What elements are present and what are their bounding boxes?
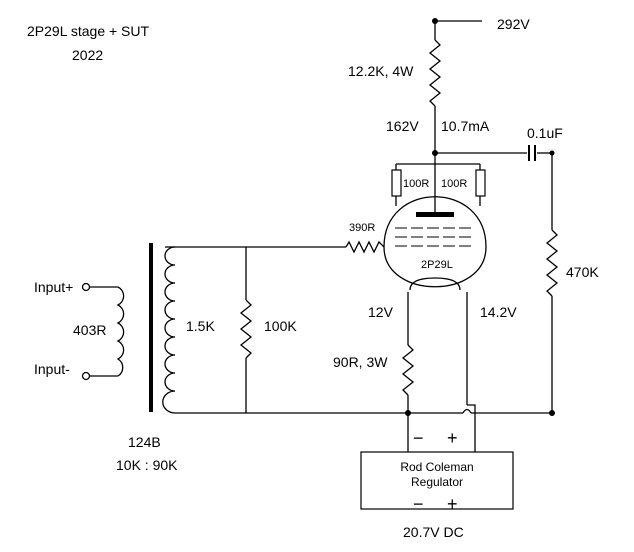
grid-stopper-resistor [345, 240, 385, 254]
title-line1: 2P29L stage + SUT [27, 23, 150, 39]
coupling-cap-label: 0.1uF [527, 125, 563, 141]
input-minus-label: Input- [34, 361, 70, 377]
regulator-line2: Regulator [411, 475, 463, 489]
input-minus-terminal [81, 371, 91, 381]
reg-minus-bottom: − [413, 494, 424, 514]
plate-current-label: 10.7mA [441, 118, 490, 134]
anode-r-left-label: 100R [403, 178, 429, 190]
heater-voltage-label: 14.2V [480, 304, 517, 320]
grid-leak-label: 470K [566, 264, 599, 280]
cathode-resistor-label: 90R, 3W [333, 354, 388, 370]
xfmr-ratio-label: 10K : 90K [116, 457, 178, 473]
reg-plus-bottom: + [447, 494, 458, 514]
supply-label: 20.7V DC [403, 524, 464, 540]
primary-r-label: 403R [73, 322, 106, 338]
b-plus-node [432, 18, 482, 40]
cathode-resistor [401, 344, 415, 396]
plate-resistor-label: 12.2K, 4W [348, 63, 414, 79]
coupling-capacitor [528, 145, 536, 161]
anode-resistor-left [391, 169, 402, 197]
input-plus-terminal [81, 282, 91, 292]
cathode-voltage-label: 12V [368, 304, 394, 320]
input-plus-label: Input+ [34, 279, 73, 295]
anode-resistor-right [475, 169, 486, 197]
reg-minus-top: − [413, 428, 424, 448]
load-resistor [239, 299, 253, 359]
grid-stopper-label: 390R [349, 222, 375, 234]
regulator-box [360, 451, 514, 510]
transformer-124b [89, 243, 246, 414]
plate-voltage-label: 162V [386, 118, 419, 134]
b-plus-label: 292V [497, 16, 530, 32]
anode-r-right-label: 100R [441, 178, 467, 190]
title-line2: 2022 [72, 47, 103, 63]
secondary-r-label: 1.5K [186, 318, 215, 334]
regulator-line1: Rod Coleman [400, 460, 473, 474]
xfmr-model-label: 124B [128, 434, 161, 450]
tube-2p29l [383, 196, 487, 291]
plate-resistor [428, 39, 442, 107]
grid-leak-resistor [545, 229, 559, 297]
tube-label: 2P29L [421, 259, 453, 271]
load-r-label: 100K [264, 318, 297, 334]
reg-plus-top: + [447, 428, 458, 448]
